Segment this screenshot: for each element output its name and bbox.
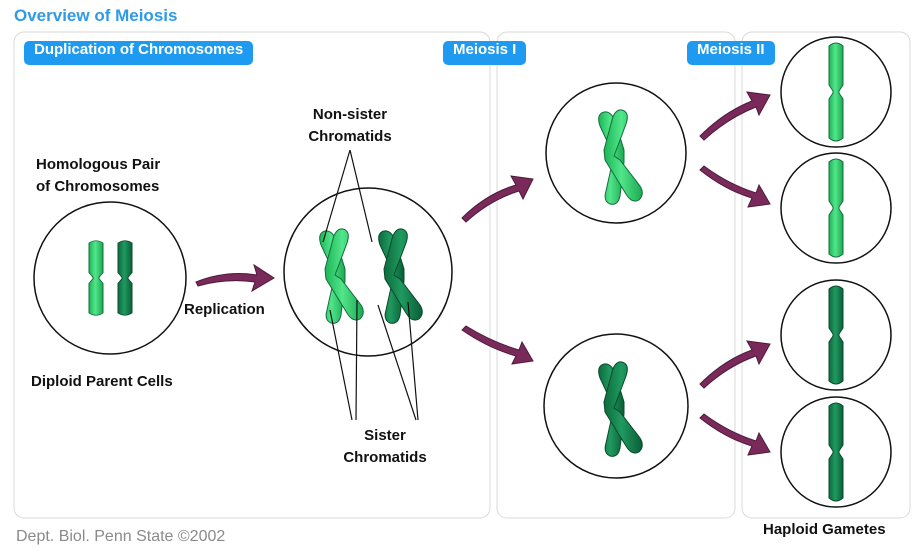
- arrow-to-gamete-2: [699, 165, 771, 208]
- arrow-to-meiosis1-bottom: [461, 325, 534, 365]
- label-sister-chromatids: Sister Chromatids: [330, 425, 440, 469]
- pointer-lines: [322, 149, 419, 421]
- stage-label-meiosis-1: Meiosis I: [443, 41, 527, 65]
- parent-cell: [33, 201, 187, 355]
- panel-meiosis-2: [741, 31, 911, 519]
- label-sister-line2: Chromatids: [343, 449, 427, 466]
- diagram-title: Overview of Meiosis: [14, 6, 178, 25]
- label-sister-line1: Sister: [364, 427, 406, 444]
- arrow-to-gamete-4: [699, 413, 771, 456]
- arrow-replication: [195, 263, 275, 293]
- stage-label-meiosis-2: Meiosis II: [687, 41, 775, 65]
- arrow-to-meiosis1-top: [461, 175, 534, 223]
- label-homologous-line1: Homologous Pair: [36, 156, 161, 173]
- label-non-sister-line1: Non-sister: [312, 106, 388, 123]
- label-homologous-pair: Homologous Pair of Chromosomes: [36, 154, 160, 198]
- label-haploid-gametes: Haploid Gametes: [763, 521, 886, 538]
- label-replication: Replication: [184, 301, 265, 318]
- label-non-sister-chromatids: Non-sister Chromatids: [290, 104, 410, 148]
- arrow-to-gamete-3: [699, 340, 771, 389]
- label-diploid-parent-cells: Diploid Parent Cells: [31, 373, 173, 390]
- label-homologous-line2: of Chromosomes: [36, 178, 160, 195]
- arrow-to-gamete-1: [699, 91, 771, 141]
- duplicated-cell: [283, 187, 453, 357]
- credit-line: Dept. Biol. Penn State ©2002: [16, 528, 226, 545]
- stage-label-duplication: Duplication of Chromosomes: [24, 41, 254, 65]
- label-non-sister-line2: Chromatids: [308, 128, 392, 145]
